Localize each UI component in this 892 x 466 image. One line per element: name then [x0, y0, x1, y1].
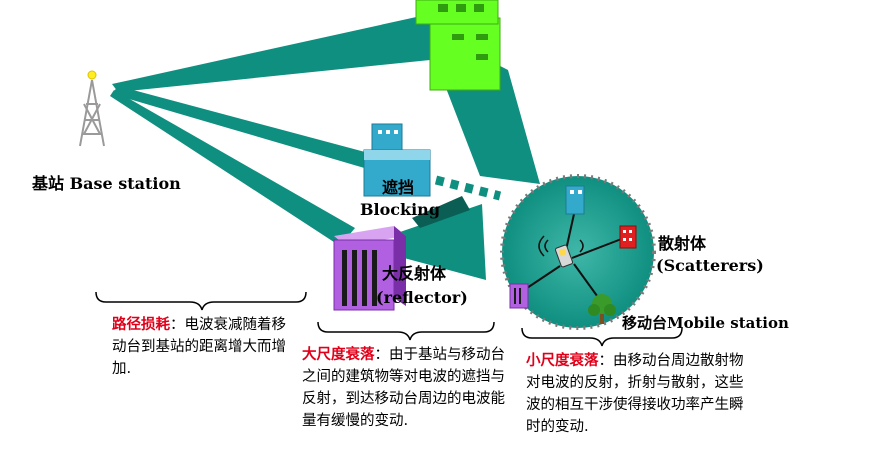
scatterers-label-cn: 散射体 — [658, 234, 707, 253]
brace-large-scale — [317, 321, 495, 341]
tree-icon — [588, 294, 616, 324]
beam-reflector-to-mobile — [400, 204, 486, 280]
scatterer-building-red-icon — [619, 225, 637, 249]
beam-shadow-wedge — [412, 196, 470, 228]
scatterer-building-blue-icon — [565, 185, 585, 215]
blocking-building-icon — [363, 123, 431, 197]
mobile-cell-area — [500, 174, 656, 330]
note-small-scale-text: ：由移动台周边散射物对电波的反射，折射与散射，这些波的相互干涉使得接收功率产生瞬… — [526, 353, 744, 435]
signal-waves-icon — [538, 235, 584, 257]
note-large-scale: 大尺度衰落：由于基站与移动台之间的建筑物等对电波的遮挡与反射，到达移动台周边的电… — [302, 344, 508, 432]
brace-path-loss — [95, 291, 307, 311]
mobile-phone-icon — [555, 244, 573, 268]
note-small-scale: 小尺度衰落：由移动台周边散射物对电波的反射，折射与散射，这些波的相互干涉使得接收… — [526, 350, 752, 438]
beam-to-blocking-building — [112, 86, 380, 172]
base-station-tower-icon — [79, 70, 105, 147]
scatterers-label-en: (Scatterers) — [656, 256, 764, 275]
beam-to-top-building — [112, 14, 430, 92]
scatterer-building-purple-icon — [509, 283, 529, 309]
note-path-loss-text: ：电波衰减随着移动台到基站的距离增大而增加. — [112, 317, 286, 377]
blocking-label-cn: 遮挡 — [382, 178, 415, 197]
brace-small-scale — [521, 327, 683, 347]
note-small-scale-heading: 小尺度衰落 — [526, 352, 599, 369]
reflector-building-icon — [333, 226, 406, 311]
propagation-beams — [110, 14, 540, 280]
note-path-loss-heading: 路径损耗 — [112, 316, 170, 333]
reflector-label-cn: 大反射体 — [382, 264, 447, 283]
reflector-label-en: (reflector) — [376, 288, 468, 307]
base-station-label: 基站 Base station — [32, 174, 181, 193]
top-building-icon — [415, 0, 501, 91]
note-large-scale-heading: 大尺度衰落 — [302, 346, 375, 363]
note-path-loss: 路径损耗：电波衰减随着移动台到基站的距离增大而增加. — [112, 314, 292, 380]
beam-to-reflector — [110, 90, 355, 246]
blocking-label-en: Blocking — [360, 200, 440, 219]
scatter-paths — [523, 213, 625, 301]
mobile-station-label: 移动台Mobile station — [622, 314, 789, 332]
blocked-path-dotted — [434, 175, 502, 201]
note-large-scale-text: ：由于基站与移动台之间的建筑物等对电波的遮挡与反射，到达移动台周边的电波能量有缓… — [302, 347, 505, 429]
